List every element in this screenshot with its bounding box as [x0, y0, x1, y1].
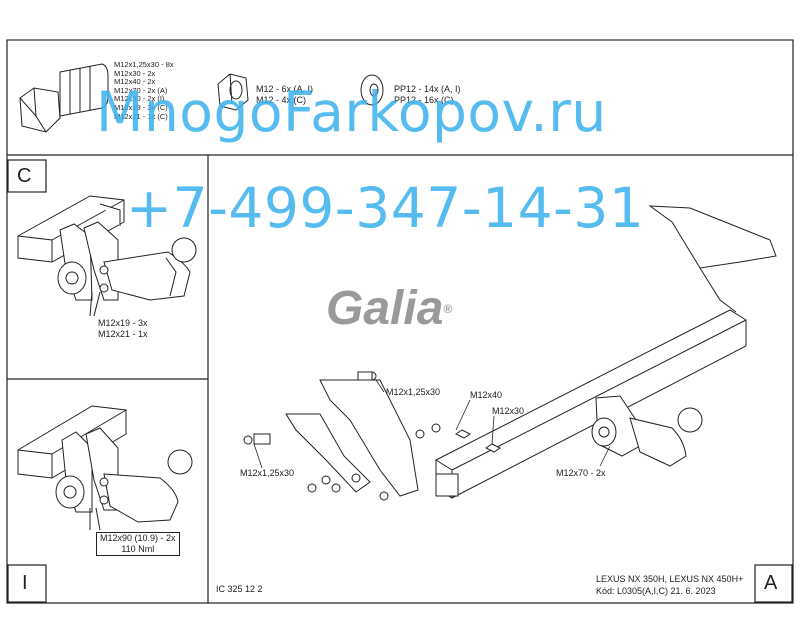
- towbar-main-assembly: [243, 205, 777, 501]
- panel-i-bolt-label: M12x90 (10.9) - 2x: [100, 533, 176, 543]
- letter-box-i: [7, 564, 47, 603]
- logo-text: Galia: [326, 282, 444, 335]
- watermark-phone: +7-499-347-14-31: [126, 176, 645, 240]
- panel-i-bolt-labels: M12x90 (10.9) - 2x 110 Nml: [96, 532, 180, 556]
- washer-spec-list: PP12 - 14x (A, I) PP12 - 16x (C): [394, 84, 461, 106]
- bolt-spec-list: M12x1,25x30 - 8x M12x30 - 2x M12x40 - 2x…: [114, 60, 174, 121]
- bolt-spec-line: M12x40 - 2x: [114, 77, 156, 87]
- bolt-spec-line: M12x30 - 2x: [114, 68, 156, 78]
- bolt-icon: [19, 63, 109, 133]
- towbar-illustration-c: [17, 195, 197, 317]
- leader-lines: [253, 379, 611, 469]
- nut-spec-line: M12 - 4x (C): [256, 95, 307, 105]
- panel-c-bolt-label: M12x19 - 3x: [98, 318, 148, 328]
- panel-letter-c: C: [17, 165, 32, 187]
- label-m12x40: M12x40: [470, 390, 503, 400]
- label-m12x30: M12x30: [492, 406, 525, 416]
- washer-icon: [360, 74, 384, 106]
- logo-registered-mark: ®: [443, 302, 453, 316]
- bolt-spec-line: M12x70 - 2x (A): [114, 85, 168, 95]
- towbar-illustration-i: [17, 405, 193, 531]
- label-m12x70: M12x70 - 2x: [556, 468, 606, 478]
- galia-logo: Galia®: [326, 282, 452, 336]
- nut-icon: [217, 73, 249, 111]
- watermark-site: MnogoFarkopov.ru: [96, 80, 607, 144]
- nut-spec-line: M12 - 6x (A, I): [256, 84, 314, 94]
- bolt-spec-line: M12x21 - 1x (C): [114, 111, 168, 121]
- washer-spec-line: PP12 - 16x (C): [394, 95, 454, 105]
- label-m12x1-25x30-left: M12x1,25x30: [240, 468, 295, 478]
- letter-box-a: [754, 564, 793, 603]
- kod-date: Kód: L0305(A,I,C) 21. 6. 2023: [596, 586, 716, 596]
- washer-spec-line: PP12 - 14x (A, I): [394, 84, 461, 94]
- bolt-spec-line: M12x90 - 2x (I): [114, 94, 165, 104]
- panel-c-bolt-label: M12x21 - 1x: [98, 329, 148, 339]
- vehicle-model: LEXUS NX 350H, LEXUS NX 450H+: [596, 574, 744, 584]
- panel-letter-a: A: [764, 572, 778, 594]
- label-m12x1-25x30-top: M12x1,25x30: [386, 387, 441, 397]
- panel-i-bolt-label: 110 Nml: [121, 544, 155, 554]
- nut-spec-list: M12 - 6x (A, I) M12 - 4x (C): [256, 84, 313, 106]
- panel-c-bolt-labels: M12x19 - 3x M12x21 - 1x: [98, 318, 148, 340]
- bolt-spec-line: M12x1,25x30 - 8x: [114, 60, 174, 69]
- outer-frame: [6, 39, 794, 604]
- drawing-code: IC 325 12 2: [216, 584, 263, 594]
- panel-letter-i: I: [22, 572, 28, 594]
- letter-box-c: [7, 159, 47, 193]
- bolt-spec-line: M12x19 - 3x (C): [114, 102, 168, 112]
